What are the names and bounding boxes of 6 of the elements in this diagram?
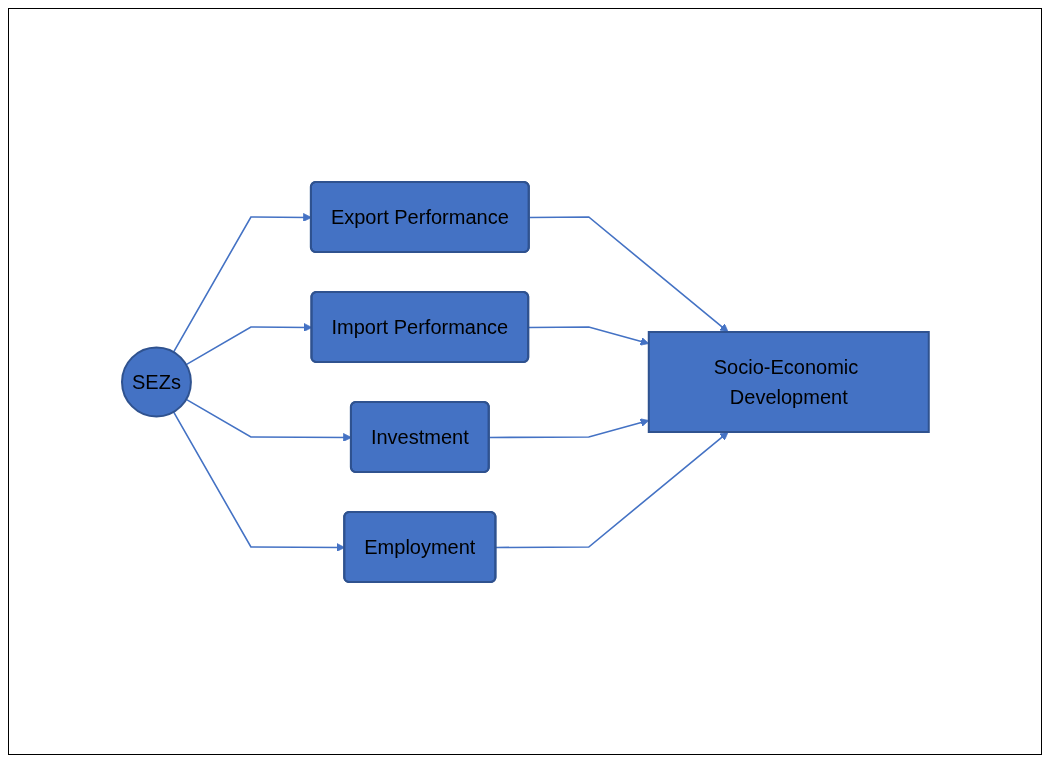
node-circle: SEZs [120,346,192,417]
arrow [185,322,312,365]
arrow [527,325,649,346]
arrow [528,215,729,332]
arrow [488,417,649,438]
node-box: Socio-Economic Development [647,330,930,433]
